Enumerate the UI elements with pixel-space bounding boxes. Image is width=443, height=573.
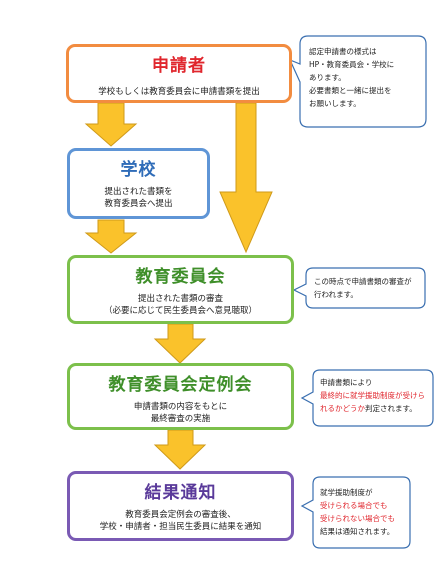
callout-line: 結果は通知されます。 xyxy=(320,527,395,536)
callout-line-highlight: 受けられない場合でも xyxy=(320,514,395,523)
school-line: 提出された書類を xyxy=(104,187,173,197)
arrow-meeting-to-result xyxy=(153,429,207,470)
callout-line: 認定申請書の様式は xyxy=(309,47,377,56)
result-box: 結果通知 教育委員会定例会の審査後、 学校・申請者・担当民生委員に結果を通知 xyxy=(67,471,294,541)
meeting-body: 申請書類の内容をもとに 最終審査の実施 xyxy=(70,401,291,425)
callout-4-text: 就学援助制度が 受けられる場合でも 受けられない場合でも 結果は通知されます。 xyxy=(320,486,395,538)
callout-3-text: 申請書類により 最終的に就学援助制度が受けら れるかどうか判定されます。 xyxy=(320,376,425,415)
applicant-box: 申請者 学校もしくは教育委員会に申請書類を提出 xyxy=(66,44,292,103)
board-title: 教育委員会 xyxy=(135,267,226,287)
arrow-board-to-meeting xyxy=(153,323,207,364)
callout-highlight: れるかどうか xyxy=(320,404,365,413)
applicant-line: 学校もしくは教育委員会に申請書類を提出 xyxy=(98,87,260,97)
board-line: （必要に応じて民生委員会へ意見聴取） xyxy=(103,306,257,316)
callout-line-mixed: れるかどうか判定されます。 xyxy=(320,402,425,415)
arrow-school-to-board xyxy=(84,219,138,254)
board-box: 教育委員会 提出された書類の審査 （必要に応じて民生委員会へ意見聴取） xyxy=(67,255,294,324)
board-line: 提出された書類の審査 xyxy=(137,294,223,304)
applicant-title: 申請者 xyxy=(152,56,206,76)
callout-bubble-4 xyxy=(300,476,411,549)
arrow-applicant-to-school xyxy=(84,102,138,147)
callout-line-highlight: 受けられる場合でも xyxy=(320,501,388,510)
result-line: 教育委員会定例会の審査後、 xyxy=(125,510,236,520)
result-body: 教育委員会定例会の審査後、 学校・申請者・担当民生委員に結果を通知 xyxy=(70,509,291,533)
callout-2-text: この時点で申請書類の審査が 行われます。 xyxy=(314,275,412,301)
callout-1-text: 認定申請書の様式は HP・教育委員会・学校に あります。 必要書類と一緒に提出を… xyxy=(309,45,394,110)
school-title: 学校 xyxy=(120,160,157,180)
callout-line: 就学援助制度が xyxy=(320,488,373,497)
school-line: 教育委員会へ提出 xyxy=(104,199,173,209)
meeting-line: 最終審査の実施 xyxy=(150,414,211,424)
callout-line: 申請書類により xyxy=(320,378,373,387)
callout-line: お願いします。 xyxy=(309,99,361,108)
meeting-title: 教育委員会定例会 xyxy=(108,375,253,395)
school-box: 学校 提出された書類を 教育委員会へ提出 xyxy=(67,148,210,219)
result-line: 学校・申請者・担当民生委員に結果を通知 xyxy=(99,522,262,532)
arrow-applicant-to-board xyxy=(219,102,273,254)
callout-line: HP・教育委員会・学校に xyxy=(309,60,395,69)
callout-line: あります。 xyxy=(309,73,346,82)
meeting-line: 申請書類の内容をもとに xyxy=(133,402,228,412)
callout-line-highlight: 最終的に就学援助制度が受けら xyxy=(320,391,425,400)
callout-bubble-2 xyxy=(292,267,426,309)
callout-tail: 判定されます。 xyxy=(365,404,417,413)
applicant-body: 学校もしくは教育委員会に申請書類を提出 xyxy=(69,86,289,98)
callout-bubble-3 xyxy=(300,369,434,427)
result-title: 結果通知 xyxy=(144,483,217,503)
callout-line: 行われます。 xyxy=(314,290,358,299)
callout-line: 必要書類と一緒に提出を xyxy=(309,86,392,95)
board-body: 提出された書類の審査 （必要に応じて民生委員会へ意見聴取） xyxy=(70,293,291,317)
school-body: 提出された書類を 教育委員会へ提出 xyxy=(70,186,207,210)
callout-line: この時点で申請書類の審査が xyxy=(314,277,412,286)
callout-bubble-1 xyxy=(288,35,427,128)
meeting-box: 教育委員会定例会 申請書類の内容をもとに 最終審査の実施 xyxy=(67,363,294,430)
